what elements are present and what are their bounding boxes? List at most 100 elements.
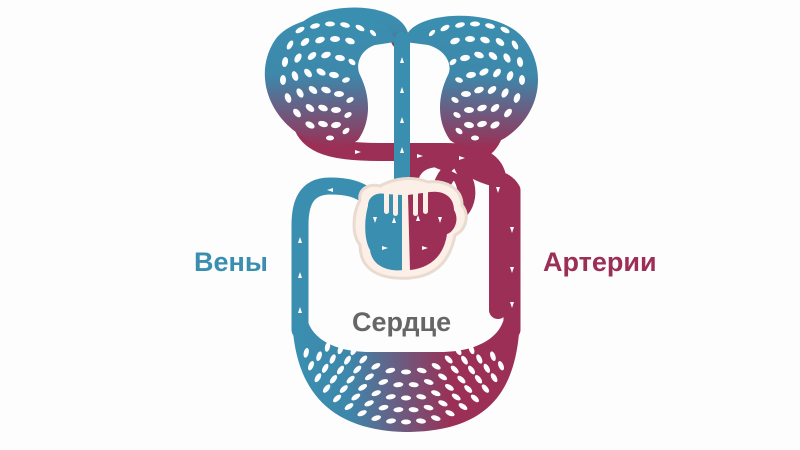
capillary-hole [304, 68, 312, 78]
arrow-icon [510, 227, 514, 233]
capillary-hole [346, 97, 354, 103]
capillary-hole [431, 390, 441, 397]
systemic-vein [291, 177, 381, 339]
capillary-hole [506, 71, 514, 81]
capillary-hole [470, 394, 479, 403]
capillary-hole [305, 104, 315, 112]
capillary-hole [364, 400, 374, 407]
capillary-hole [385, 394, 396, 400]
capillary-hole [308, 86, 318, 94]
capillary-hole [351, 393, 361, 401]
capillary-hole [465, 36, 475, 42]
capillary-hole [490, 351, 496, 361]
capillary-hole [307, 52, 317, 60]
arrow-icon [496, 187, 500, 193]
capillary-hole [344, 403, 354, 411]
capillary-hole [401, 419, 411, 425]
capillary-hole [490, 373, 498, 383]
capillary-hole [310, 23, 320, 29]
capillary-hole [500, 26, 510, 34]
capillary-hole [501, 88, 509, 98]
capillary-hole [314, 373, 322, 383]
capillary-hole [331, 107, 341, 113]
heart-septum [402, 194, 408, 272]
heart-label: Сердце [352, 307, 451, 337]
capillary-hole [385, 367, 396, 374]
capillary-hole [335, 54, 345, 62]
capillary-hole [493, 68, 501, 78]
capillary-hole [345, 335, 351, 346]
capillary-hole [513, 93, 521, 103]
capillary-hole [495, 38, 505, 46]
capillary-hole [295, 26, 305, 34]
capillary-hole [344, 112, 352, 118]
capillary-hole [471, 135, 479, 141]
arrow-icon [373, 217, 377, 223]
capillary-hole [490, 121, 500, 129]
capillary-hole [300, 38, 310, 46]
arrow-icon [400, 57, 404, 63]
capillary-hole [488, 52, 498, 60]
capillary-hole [444, 384, 454, 391]
arrow-icon [422, 246, 428, 250]
capillary-hole [451, 97, 459, 103]
arrow-icon [298, 57, 514, 313]
capillary-hole [408, 407, 419, 413]
capillary-hole [474, 375, 483, 384]
capillary-hole [481, 384, 490, 393]
capillary-hole [378, 404, 389, 411]
arrow-icon [416, 215, 420, 221]
capillary-hole [337, 344, 344, 355]
right-lung-capillaries [428, 21, 525, 141]
capillary-hole [485, 23, 495, 29]
capillary-hole [455, 127, 463, 135]
capillary-hole [326, 135, 334, 141]
capillary-hole [303, 348, 309, 358]
capillary-hole [464, 107, 474, 113]
capillary-hole [331, 121, 341, 129]
capillary-hole [444, 355, 453, 364]
arrow-icon [392, 217, 396, 223]
capillary-hole [325, 21, 335, 27]
capillary-hole [450, 37, 460, 45]
capillary-hole [490, 104, 500, 112]
capillary-hole [358, 384, 368, 391]
capillary-hole [468, 344, 475, 355]
capillary-hole [342, 77, 350, 83]
capillary-hole [431, 362, 441, 370]
capillary-hole [322, 384, 331, 393]
capillary-hole [321, 86, 331, 94]
capillary-hole [476, 354, 483, 364]
left-lung-capillaries [280, 21, 377, 141]
capillary-hole [386, 418, 396, 424]
capillary-hole [458, 403, 468, 411]
body-capillaries [292, 310, 520, 432]
capillary-hole [336, 365, 345, 375]
capillary-hole [430, 415, 441, 421]
capillary-hole [296, 88, 304, 98]
heart [352, 177, 468, 280]
capillary-hole [445, 410, 455, 417]
capillary-hole [321, 363, 329, 373]
capillary-hole [286, 40, 294, 50]
capillary-hole [503, 53, 511, 63]
capillary-hole [393, 382, 404, 388]
heart-valves [384, 186, 428, 216]
capillary-hole [334, 91, 344, 97]
capillary-hole [371, 390, 381, 397]
capillary-hole [318, 120, 328, 128]
arrow-icon [400, 117, 404, 123]
capillary-hole [453, 112, 461, 118]
capillary-hole [371, 415, 382, 421]
capillary-hole [364, 373, 374, 381]
capillary-hole [467, 365, 476, 375]
arrow-icon [298, 272, 302, 278]
capillary-hole [519, 75, 525, 85]
arteries-label: Артерии [543, 247, 657, 277]
capillary-hole [504, 108, 512, 118]
capillary-hole [357, 410, 367, 417]
arrow-icon [451, 168, 458, 175]
left-lung [264, 7, 409, 148]
capillary-hole [423, 404, 434, 411]
capillary-hole [438, 373, 448, 381]
